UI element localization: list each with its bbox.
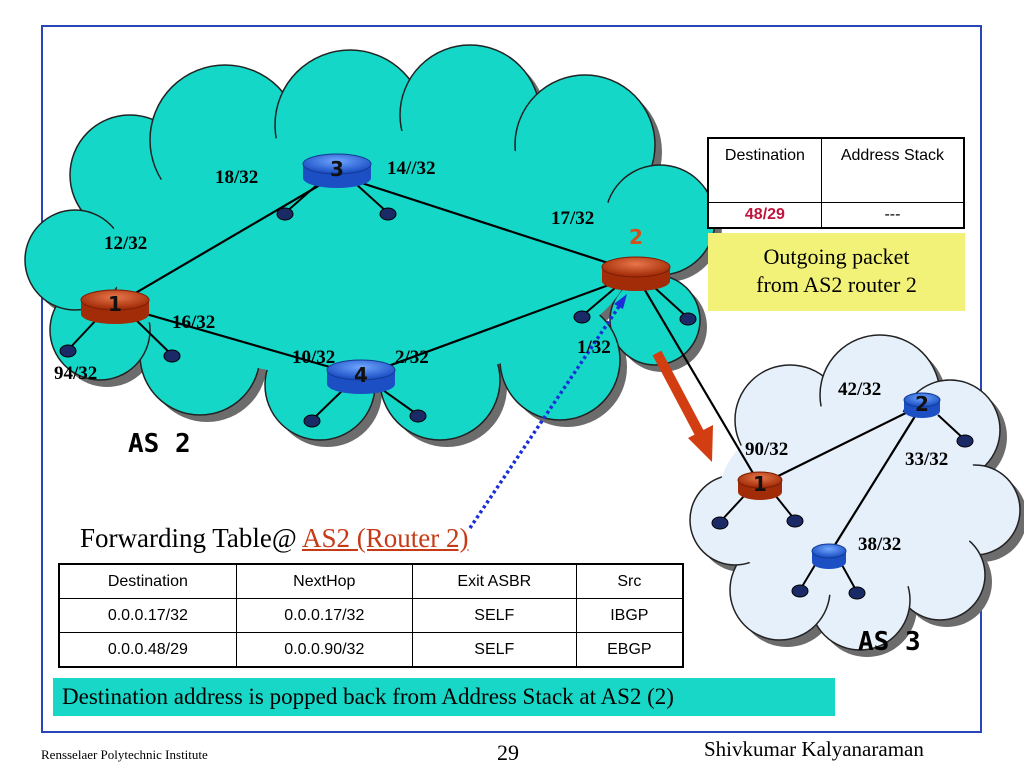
router-as2-4: 4 [326, 359, 396, 394]
outgoing-packet-note-line1: Outgoing packet [763, 244, 910, 269]
label-38-32: 38/32 [858, 534, 901, 555]
stack-cell-destination: 48/29 [707, 202, 822, 229]
table-row: 0.0.0.48/29 0.0.0.90/32 SELF EBGP [58, 632, 684, 668]
router-as3-3 [811, 543, 847, 569]
router-as2-1-label: 1 [108, 292, 122, 316]
dotted-pointer-arrow [468, 294, 627, 529]
label-14-32: 14//32 [387, 158, 436, 179]
stack-header-destination: Destination [707, 137, 822, 203]
router-as3-2-label: 2 [915, 392, 929, 416]
stack-cell-address-stack: --- [820, 202, 965, 229]
router-as3-1-label: 1 [753, 472, 767, 496]
table-row: Destination NextHop Exit ASBR Src [58, 563, 684, 599]
network-links [114, 173, 923, 557]
address-stack-table: Destination Address Stack 48/29 --- [707, 137, 965, 229]
label-94-32: 94/32 [54, 363, 97, 384]
forwarding-table-title: Forwarding Table@ AS2 (Router 2) [80, 523, 468, 554]
fwd-header-exit-asbr: Exit ASBR [411, 563, 577, 599]
slide-frame [41, 25, 982, 733]
router-as2-2-label: 2 [629, 225, 643, 249]
fwd-header-destination: Destination [58, 563, 237, 599]
router-as2-3: 3 [302, 153, 372, 188]
fwd-cell: IBGP [575, 598, 684, 633]
label-18-32: 18/32 [215, 167, 258, 188]
fwd-header-nexthop: NextHop [235, 563, 413, 599]
fwd-cell: 0.0.0.90/32 [235, 632, 413, 668]
fwd-cell: EBGP [575, 632, 684, 668]
pop-stack-note: Destination address is popped back from … [53, 678, 835, 716]
as2-name: AS 2 [128, 429, 191, 459]
label-33-32: 33/32 [905, 449, 948, 470]
outgoing-packet-note-line2: from AS2 router 2 [756, 272, 917, 297]
packet-direction-arrow [652, 350, 713, 462]
outgoing-packet-note: Outgoing packet from AS2 router 2 [708, 233, 965, 311]
fwd-cell: SELF [411, 598, 577, 633]
table-row: 0.0.0.17/32 0.0.0.17/32 SELF IBGP [58, 598, 684, 633]
label-12-32: 12/32 [104, 233, 147, 254]
stack-header-address-stack: Address Stack [820, 137, 965, 203]
router-as2-3-label: 3 [330, 157, 344, 181]
label-1-32: 1/32 [577, 337, 611, 358]
host-stubs [67, 183, 966, 593]
fwd-cell: 0.0.0.17/32 [235, 598, 413, 633]
fwd-cell: SELF [411, 632, 577, 668]
router-as2-1: 1 [80, 289, 150, 324]
footer-author: Shivkumar Kalyanaraman [704, 737, 924, 761]
as3-cloud [689, 334, 1024, 657]
router-as3-1: 1 [737, 471, 783, 500]
fwd-header-src: Src [575, 563, 684, 599]
label-90-32: 90/32 [745, 439, 788, 460]
hosts [59, 207, 974, 600]
label-17-32: 17/32 [551, 208, 594, 229]
label-10-32: 10/32 [292, 347, 335, 368]
forwarding-table-title-link[interactable]: AS2 (Router 2) [301, 523, 469, 553]
router-as2-2: 2 [601, 225, 671, 291]
router-as3-2: 2 [903, 392, 941, 418]
fwd-cell: 0.0.0.17/32 [58, 598, 237, 633]
as3-name: AS 3 [858, 627, 921, 657]
label-42-32: 42/32 [838, 379, 881, 400]
label-2-32: 2/32 [395, 347, 429, 368]
forwarding-table: Destination NextHop Exit ASBR Src 0.0.0.… [58, 563, 684, 668]
forwarding-table-title-text: Forwarding Table@ [80, 523, 302, 553]
label-16-32: 16/32 [172, 312, 215, 333]
fwd-cell: 0.0.0.48/29 [58, 632, 237, 668]
router-as2-4-label: 4 [354, 363, 368, 387]
footer-institution: Rensselaer Polytechnic Institute [41, 747, 208, 762]
footer-page-number: 29 [497, 740, 519, 765]
